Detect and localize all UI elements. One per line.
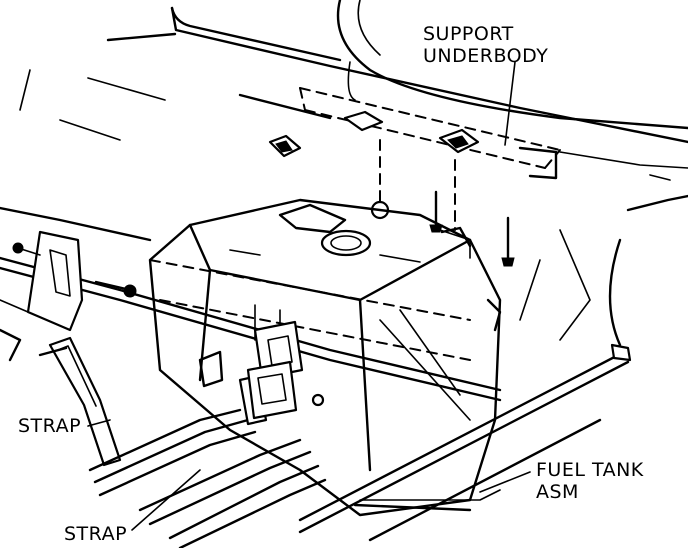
support-underbody-label-line2: UNDERBODY	[423, 45, 548, 67]
left-strap	[38, 336, 122, 467]
leader-lines	[87, 61, 531, 531]
rear-rail	[298, 194, 688, 542]
fuel-tank-body	[148, 198, 502, 517]
strap-bottom-label: STRAP	[64, 523, 127, 545]
strap-left-label: STRAP	[18, 415, 81, 437]
support-underbody	[268, 61, 561, 231]
bottom-straps	[88, 320, 327, 548]
support-underbody-label-line1: SUPPORT	[423, 23, 514, 45]
mounting-bolts	[94, 190, 515, 407]
fuel-tank-label-line1: FUEL TANK	[536, 459, 644, 481]
left-structure	[0, 206, 502, 402]
fuel-tank-label-line2: ASM	[536, 481, 579, 503]
trunk-floor-panel	[19, 0, 688, 181]
